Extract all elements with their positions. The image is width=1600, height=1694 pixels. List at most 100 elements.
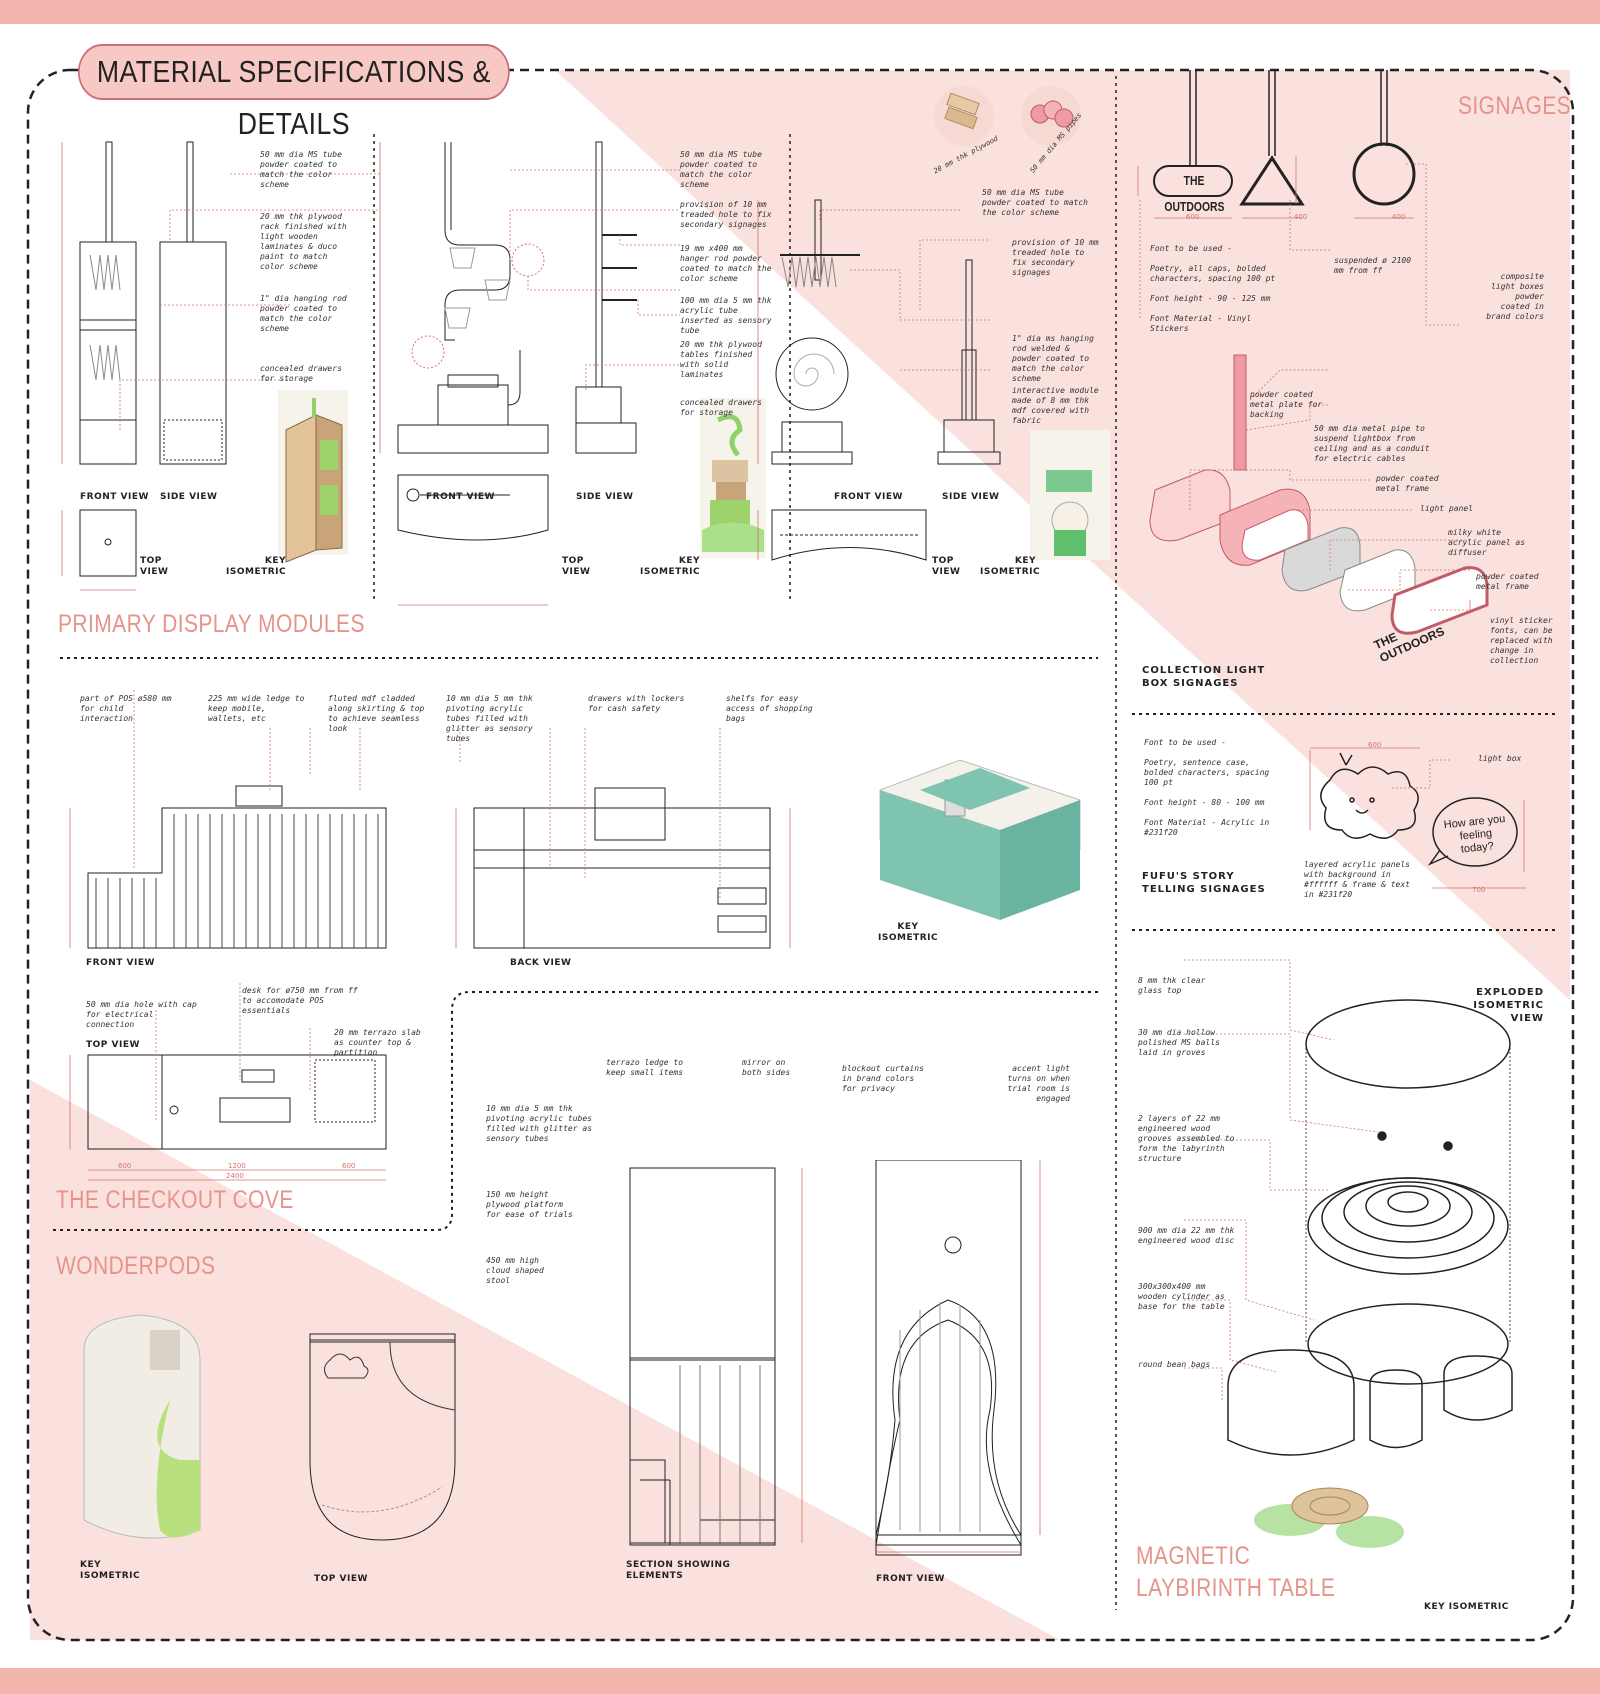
m1-note-rod: 1" dia hanging rod powder coated to matc…	[260, 294, 347, 333]
m3-top-label: TOP VIEW	[932, 556, 961, 577]
m1-front-view	[79, 141, 137, 465]
signages-drawings	[1137, 70, 1489, 635]
top-color-band	[0, 0, 1600, 24]
table-key-isometric	[1254, 1487, 1404, 1548]
checkout-back-view	[473, 787, 771, 949]
m2-iso-label: KEY ISOMETRIC	[640, 556, 701, 577]
table-note-beanbags: round bean bags	[1138, 1360, 1211, 1369]
sign-font-line-2: Poetry, all caps, bolded characters, spa…	[1150, 264, 1276, 283]
sign-note-composite: composite light boxes powder coated in b…	[1486, 272, 1544, 321]
section-checkout-heading: THE CHECKOUT COVE	[56, 1186, 294, 1214]
table-exploded-drawing	[1184, 959, 1513, 1548]
wonderpod-note-ledge: terrazo ledge to keep small items	[606, 1058, 684, 1077]
m3-front-label: FRONT VIEW	[834, 492, 903, 502]
checkout-note-tubes: 10 mm dia 5 mm thk pivoting acrylic tube…	[446, 694, 533, 743]
fufu-signage-drawing	[1309, 747, 1526, 889]
checkout-note-drawers: drawers with lockers for cash safety	[588, 694, 685, 713]
fufu-note-layered: layered acrylic panels with background i…	[1304, 860, 1410, 899]
m1-iso-label: KEY ISOMETRIC	[226, 556, 287, 577]
wonderpod-note-stool: 450 mm high cloud shaped stool	[486, 1256, 544, 1285]
table-note-disc: 900 mm dia 22 mm thk engineered wood dis…	[1138, 1226, 1235, 1245]
m1-side-label: SIDE VIEW	[160, 492, 218, 502]
outdoors-sign-text: THE OUTDOORS	[1164, 173, 1225, 214]
wonderpod-top-view	[309, 1333, 456, 1541]
table-note-balls: 30 mm dia hollow polished MS balls laid …	[1138, 1028, 1220, 1057]
wonderpod-note-platform: 150 mm height plywood platform for ease …	[486, 1190, 573, 1219]
checkout-iso-label: KEY ISOMETRIC	[878, 922, 939, 943]
section-table-heading-2: LAYBIRINTH TABLE	[1136, 1574, 1336, 1602]
lightbox-note-frame-2: powder coated metal frame	[1476, 572, 1539, 591]
section-wonderpods-heading: WONDERPODS	[56, 1252, 216, 1280]
m2-note-hanger: 19 mm x400 mm hanger rod powder coated t…	[680, 244, 772, 283]
fufu-dim-1: 600	[1368, 741, 1382, 749]
section-signages-heading: SIGNAGES	[1458, 92, 1572, 120]
m2-note-tube: 50 mm dia MS tube powder coated to match…	[680, 150, 762, 189]
section-table-heading-1: MAGNETIC	[1136, 1542, 1251, 1570]
m1-front-label: FRONT VIEW	[80, 492, 149, 502]
sign-dim-3: 400	[1392, 213, 1406, 221]
fufu-font-line-4: Font Material - Acrylic in #231f20	[1144, 818, 1270, 837]
checkout-drawings	[69, 690, 1081, 1181]
lightbox-note-panel: light panel	[1420, 504, 1473, 513]
sign-dim-1: 600	[1186, 213, 1200, 221]
m3-note-rod: 1" dia ms hanging rod welded & powder co…	[1012, 334, 1094, 383]
m2-top-view	[397, 474, 549, 541]
m1-note-drawers: concealed drawers for storage	[260, 364, 342, 383]
wonderpod-isometric	[83, 1314, 201, 1539]
m2-top-label: TOP VIEW	[562, 556, 591, 577]
m3-note-tube: 50 mm dia MS tube powder coated to match…	[982, 188, 1088, 217]
checkout-top-label: TOP VIEW	[86, 1040, 140, 1050]
checkout-front-label: FRONT VIEW	[86, 958, 155, 968]
fufu-font-line-3: Font height - 80 - 100 mm	[1144, 798, 1265, 807]
fufu-signage-label: FUFU'S STORY TELLING SIGNAGES	[1142, 871, 1266, 895]
checkout-note-fluted: fluted mdf cladded along skirting & top …	[328, 694, 425, 733]
lightbox-note-frame: powder coated metal frame	[1376, 474, 1439, 493]
m2-side-view	[575, 141, 637, 454]
checkout-note-shelfs: shelfs for easy access of shopping bags	[726, 694, 813, 723]
m1-note-tube: 50 mm dia MS tube powder coated to match…	[260, 150, 342, 189]
page-title: MATERIAL SPECIFICATIONS & DETAILS	[78, 44, 510, 141]
wonderpod-iso-label: KEY ISOMETRIC	[80, 1560, 141, 1581]
lightbox-note-pipe: 50 mm dia metal pipe to suspend lightbox…	[1314, 424, 1430, 463]
wonderpod-note-mirror: mirror on both sides	[742, 1058, 791, 1077]
m3-iso-label: KEY ISOMETRIC	[980, 556, 1041, 577]
collection-lightbox-exploded	[1149, 354, 1489, 635]
plywood-sample-icon	[934, 86, 994, 146]
m1-side-view	[159, 141, 227, 465]
table-note-glass: 8 mm thk clear glass top	[1138, 976, 1206, 995]
m3-side-label: SIDE VIEW	[942, 492, 1000, 502]
checkout-note-desk: desk for ø750 mm from ff to accomodate P…	[242, 986, 358, 1015]
table-note-cylinder: 300x300x400 mm wooden cylinder as base f…	[1138, 1282, 1225, 1311]
fufu-dim-2: 700	[1472, 886, 1486, 894]
m3-isometric	[1030, 430, 1110, 560]
fufu-light-box-label: light box	[1478, 754, 1522, 763]
m2-note-hole: provision of 10 mm treaded hole to fix s…	[680, 200, 772, 229]
m1-note-plywood: 20 mm thk plywood rack finished with lig…	[260, 212, 347, 271]
sign-font-line-4: Font Material - Vinyl Stickers	[1150, 314, 1252, 333]
m3-side-view	[937, 259, 1001, 465]
m2-front-view	[397, 142, 549, 454]
wonderpod-note-light: accent light turns on when trial room is…	[1007, 1064, 1070, 1103]
section-primary-heading: PRIMARY DISPLAY MODULES	[58, 610, 365, 638]
collection-lightbox-label: COLLECTION LIGHT BOX SIGNAGES	[1142, 665, 1266, 689]
lightbox-note-vinyl: vinyl sticker fonts, can be replaced wit…	[1490, 616, 1553, 665]
checkout-note-pos: part of POS ø580 mm for child interactio…	[80, 694, 172, 723]
material-samples	[934, 86, 1081, 146]
m2-note-tables: 20 mm thk plywood tables finished with s…	[680, 340, 762, 379]
wonderpod-section-label: SECTION SHOWING ELEMENTS	[626, 1560, 731, 1581]
bottom-color-band	[0, 1668, 1600, 1694]
checkout-note-terrazo: 20 mm terrazo slab as counter top & part…	[334, 1028, 421, 1057]
checkout-dim-1: 600	[118, 1162, 132, 1170]
checkout-dim-total: 2400	[226, 1172, 244, 1180]
table-note-layers: 2 layers of 22 mm engineered wood groove…	[1138, 1114, 1235, 1163]
m3-top-view	[771, 509, 927, 561]
m2-side-label: SIDE VIEW	[576, 492, 634, 502]
sign-dim-2: 400	[1294, 213, 1308, 221]
table-iso-label: KEY ISOMETRIC	[1424, 1602, 1509, 1612]
lightbox-note-plate: powder coated metal plate for backing	[1250, 390, 1323, 419]
wonderpod-top-label: TOP VIEW	[314, 1574, 368, 1584]
sign-font-line-3: Font height - 90 - 125 mm	[1150, 294, 1271, 303]
wonderpod-note-tubes: 10 mm dia 5 mm thk pivoting acrylic tube…	[486, 1104, 592, 1143]
m3-note-hole: provision of 10 mm treaded hole to fix s…	[1012, 238, 1099, 277]
fufu-font-line-1: Font to be used -	[1144, 738, 1226, 747]
